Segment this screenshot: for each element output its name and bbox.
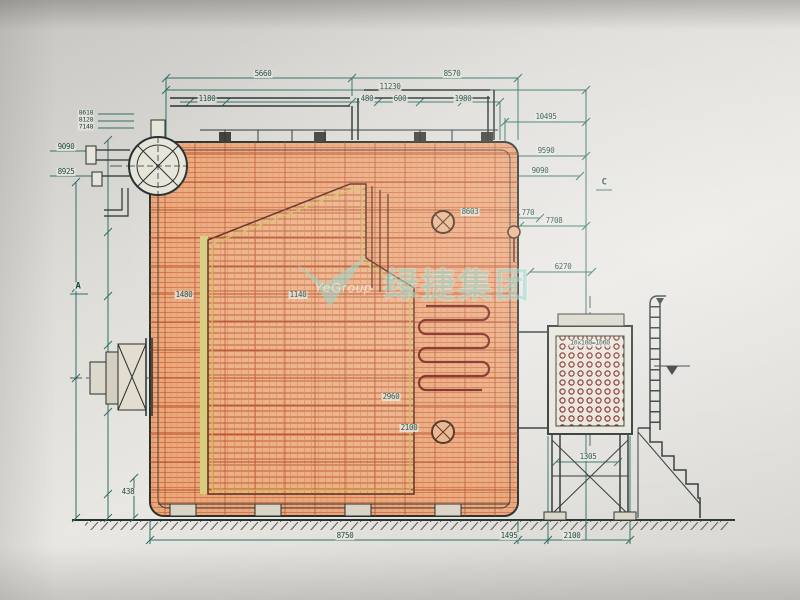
right-nozzle: [507, 225, 521, 262]
economizer: [518, 313, 637, 521]
burner-assembly: [89, 338, 153, 416]
boiler-body: [149, 132, 521, 517]
base-feet: [169, 503, 462, 517]
water-wall-band: [200, 236, 208, 494]
manhole-lower: [431, 420, 455, 444]
manhole-upper: [431, 210, 455, 234]
nose-tubes: [371, 186, 389, 292]
furnace-inner-line: [211, 188, 411, 491]
superheater-coil: [417, 304, 491, 392]
ground-line: [72, 519, 735, 530]
stairs-ladder: [637, 295, 701, 518]
steam-drum-and-pipes: [85, 89, 498, 217]
dimension-lines: [50, 73, 635, 545]
